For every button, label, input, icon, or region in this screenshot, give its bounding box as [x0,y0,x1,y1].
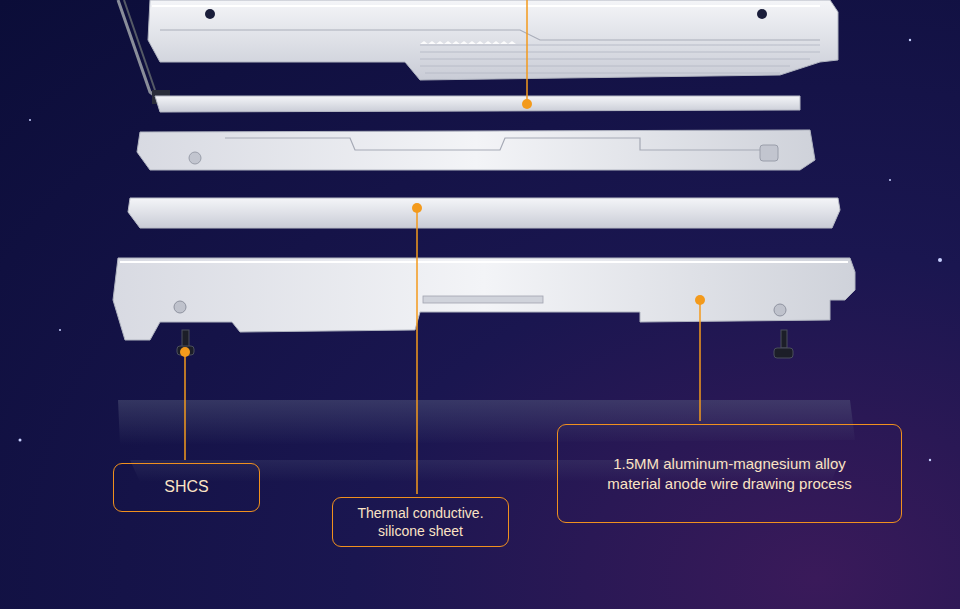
leader-lines [185,0,700,494]
callout-box: 1.5MM aluminum-magnesium alloy material … [557,424,902,523]
leader-dots [180,99,705,357]
callout-box: Thermal conductive. silicone sheet [332,497,509,547]
callout-text: SHCS [164,477,208,498]
callout-box: SHCS [113,463,260,512]
callout-text: Thermal conductive. silicone sheet [345,504,496,540]
callout-text: 1.5MM aluminum-magnesium alloy material … [599,454,861,493]
stars [19,39,943,461]
